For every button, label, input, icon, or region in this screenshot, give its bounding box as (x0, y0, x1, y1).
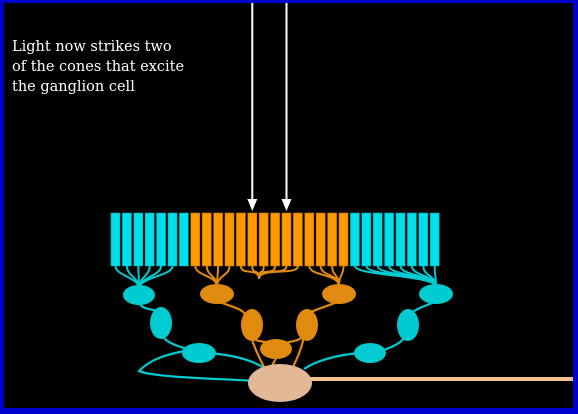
cone-4-surround (145, 213, 154, 266)
bipolar-cell-left-lower (150, 307, 172, 339)
cone-10-center (214, 213, 223, 266)
horizontal-cell-left-bottom (182, 343, 216, 363)
ganglion-axon (304, 377, 573, 381)
amacrine-cell-center (260, 339, 292, 359)
cone-16-center (282, 213, 291, 266)
cone-3-surround (134, 213, 143, 266)
cone-24-surround (373, 213, 382, 266)
cone-13-center (248, 213, 257, 266)
cone-2-surround (122, 213, 131, 266)
cone-1-surround (111, 213, 120, 266)
cone-28-surround (419, 213, 428, 266)
cone-row (111, 213, 439, 266)
cone-15-center (271, 213, 280, 266)
light-ray-arrowhead-2 (282, 199, 292, 211)
cone-22-surround (350, 213, 359, 266)
cone-23-surround (362, 213, 371, 266)
bipolar-cell-center-right (322, 284, 356, 304)
cone-9-center (202, 213, 211, 266)
cone-29-surround (430, 213, 439, 266)
horizontal-cell-left (123, 285, 155, 305)
bipolar-cell-center-left-lower (241, 309, 263, 341)
cone-7-surround (179, 213, 188, 266)
cone-6-surround (168, 213, 177, 266)
cone-19-center (316, 213, 325, 266)
cone-12-center (236, 213, 245, 266)
bipolar-cell-center-right-lower (296, 309, 318, 341)
bipolar-cells-group (123, 284, 453, 363)
cone-27-surround (407, 213, 416, 266)
horizontal-cell-right-bottom (354, 343, 386, 363)
cone-11-center (225, 213, 234, 266)
horizontal-cell-right (419, 284, 453, 304)
cone-dendrite-center-right (309, 266, 339, 286)
cell-process-10 (304, 353, 359, 369)
cone-14-center (259, 213, 268, 266)
cone-8-center (191, 213, 200, 266)
cone-25-surround (385, 213, 394, 266)
cone-17-center (293, 213, 302, 266)
light-rays-group (247, 3, 291, 211)
cone-26-surround (396, 213, 405, 266)
light-ray-arrowhead-1 (247, 199, 257, 211)
bipolar-cell-right-lower (397, 309, 419, 341)
cone-18-center (305, 213, 314, 266)
cone-20-center (328, 213, 337, 266)
cone-dendrite-center-right (339, 266, 344, 286)
slide-frame: Light now strikes two of the cones that … (4, 3, 573, 408)
retina-receptive-field-diagram (4, 3, 573, 408)
ganglion-cell-body (248, 364, 312, 402)
cone-5-surround (157, 213, 166, 266)
bipolar-cell-center-left (200, 284, 234, 304)
ganglion-cell-group (248, 364, 312, 402)
cone-dendrite-center (259, 266, 298, 279)
ganglion-axon-group (304, 377, 573, 381)
cone-21-center (339, 213, 348, 266)
